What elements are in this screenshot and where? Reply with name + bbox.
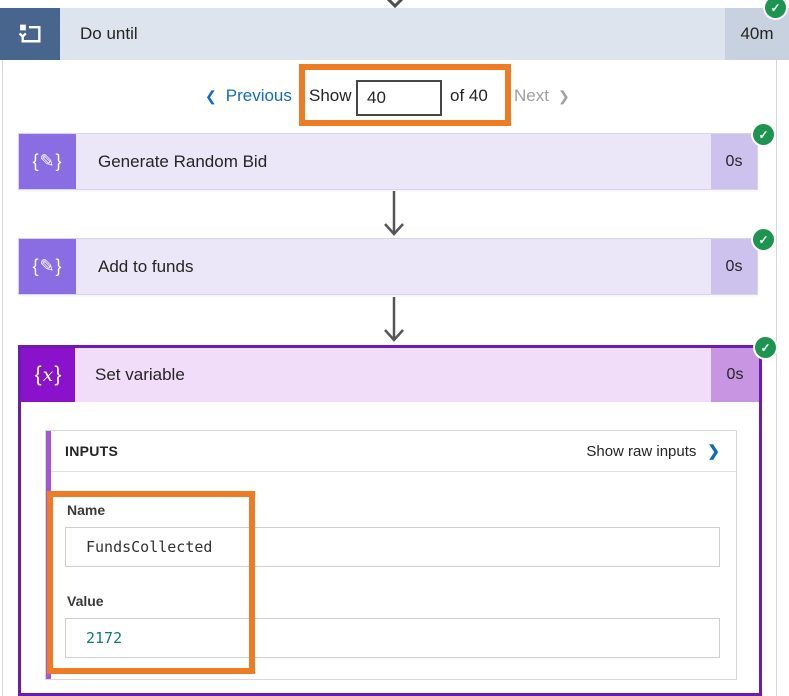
iteration-number-input[interactable]: [356, 80, 442, 116]
action-title: Generate Random Bid: [98, 151, 268, 171]
set-variable-header[interactable]: {x} Set variable 0s: [21, 348, 759, 402]
do-until-icon: [0, 8, 60, 60]
show-label: Show: [309, 86, 352, 105]
inputs-panel-header: INPUTS Show raw inputs ❯: [46, 431, 736, 472]
chevron-right-icon: ❯: [707, 443, 720, 460]
chevron-right-icon: ❯: [557, 87, 570, 104]
inputs-panel: INPUTS Show raw inputs ❯ Name FundsColle…: [45, 430, 737, 680]
name-field: FundsCollected: [65, 527, 720, 567]
do-until-card[interactable]: Do until 40m: [0, 8, 789, 60]
show-raw-inputs-label: Show raw inputs: [586, 442, 697, 460]
show-raw-inputs-link[interactable]: Show raw inputs ❯: [586, 442, 720, 461]
action-card-generate-random-bid[interactable]: {✎} Generate Random Bid 0s: [18, 133, 758, 190]
set-variable-card: {x} Set variable 0s INPUTS Show raw inpu…: [18, 345, 762, 696]
action-duration-badge: 0s: [711, 134, 757, 189]
action-status-check-icon: ✓: [753, 229, 774, 250]
inputs-panel-body: Name FundsCollected Value 2172: [46, 472, 736, 658]
action-card-add-to-funds[interactable]: {✎} Add to funds 0s: [18, 238, 758, 295]
do-until-title: Do until: [80, 24, 138, 43]
next-button[interactable]: Next ❯: [514, 65, 570, 127]
set-variable-title: Set variable: [95, 365, 185, 384]
previous-label: Previous: [225, 86, 292, 105]
compose-icon: {✎}: [19, 134, 76, 189]
value-label: Value: [67, 593, 104, 609]
value-field: 2172: [65, 618, 720, 658]
connector-arrow-icon: [384, 191, 404, 236]
iteration-pagination: ❮ Previous Show of 40 Next ❯: [0, 65, 789, 127]
set-variable-icon: {x}: [21, 348, 75, 402]
action-title: Add to funds: [98, 256, 194, 276]
set-variable-status-check-icon: ✓: [755, 337, 776, 358]
inputs-header-label: INPUTS: [65, 443, 119, 459]
name-label: Name: [67, 502, 106, 518]
chevron-left-icon: ❮: [205, 87, 217, 104]
connector-arrow-icon: [384, 297, 404, 342]
connector-arrow-icon: [386, 0, 404, 8]
compose-icon: {✎}: [19, 239, 76, 294]
set-variable-duration-badge: 0s: [711, 348, 759, 402]
previous-button[interactable]: ❮ Previous: [205, 65, 292, 127]
inputs-accent-bar: [46, 431, 51, 679]
do-until-status-check-icon: ✓: [765, 0, 786, 18]
action-duration-badge: 0s: [711, 239, 757, 294]
action-status-check-icon: ✓: [753, 124, 774, 145]
next-label: Next: [514, 86, 549, 105]
of-total-label: of 40: [450, 86, 488, 105]
